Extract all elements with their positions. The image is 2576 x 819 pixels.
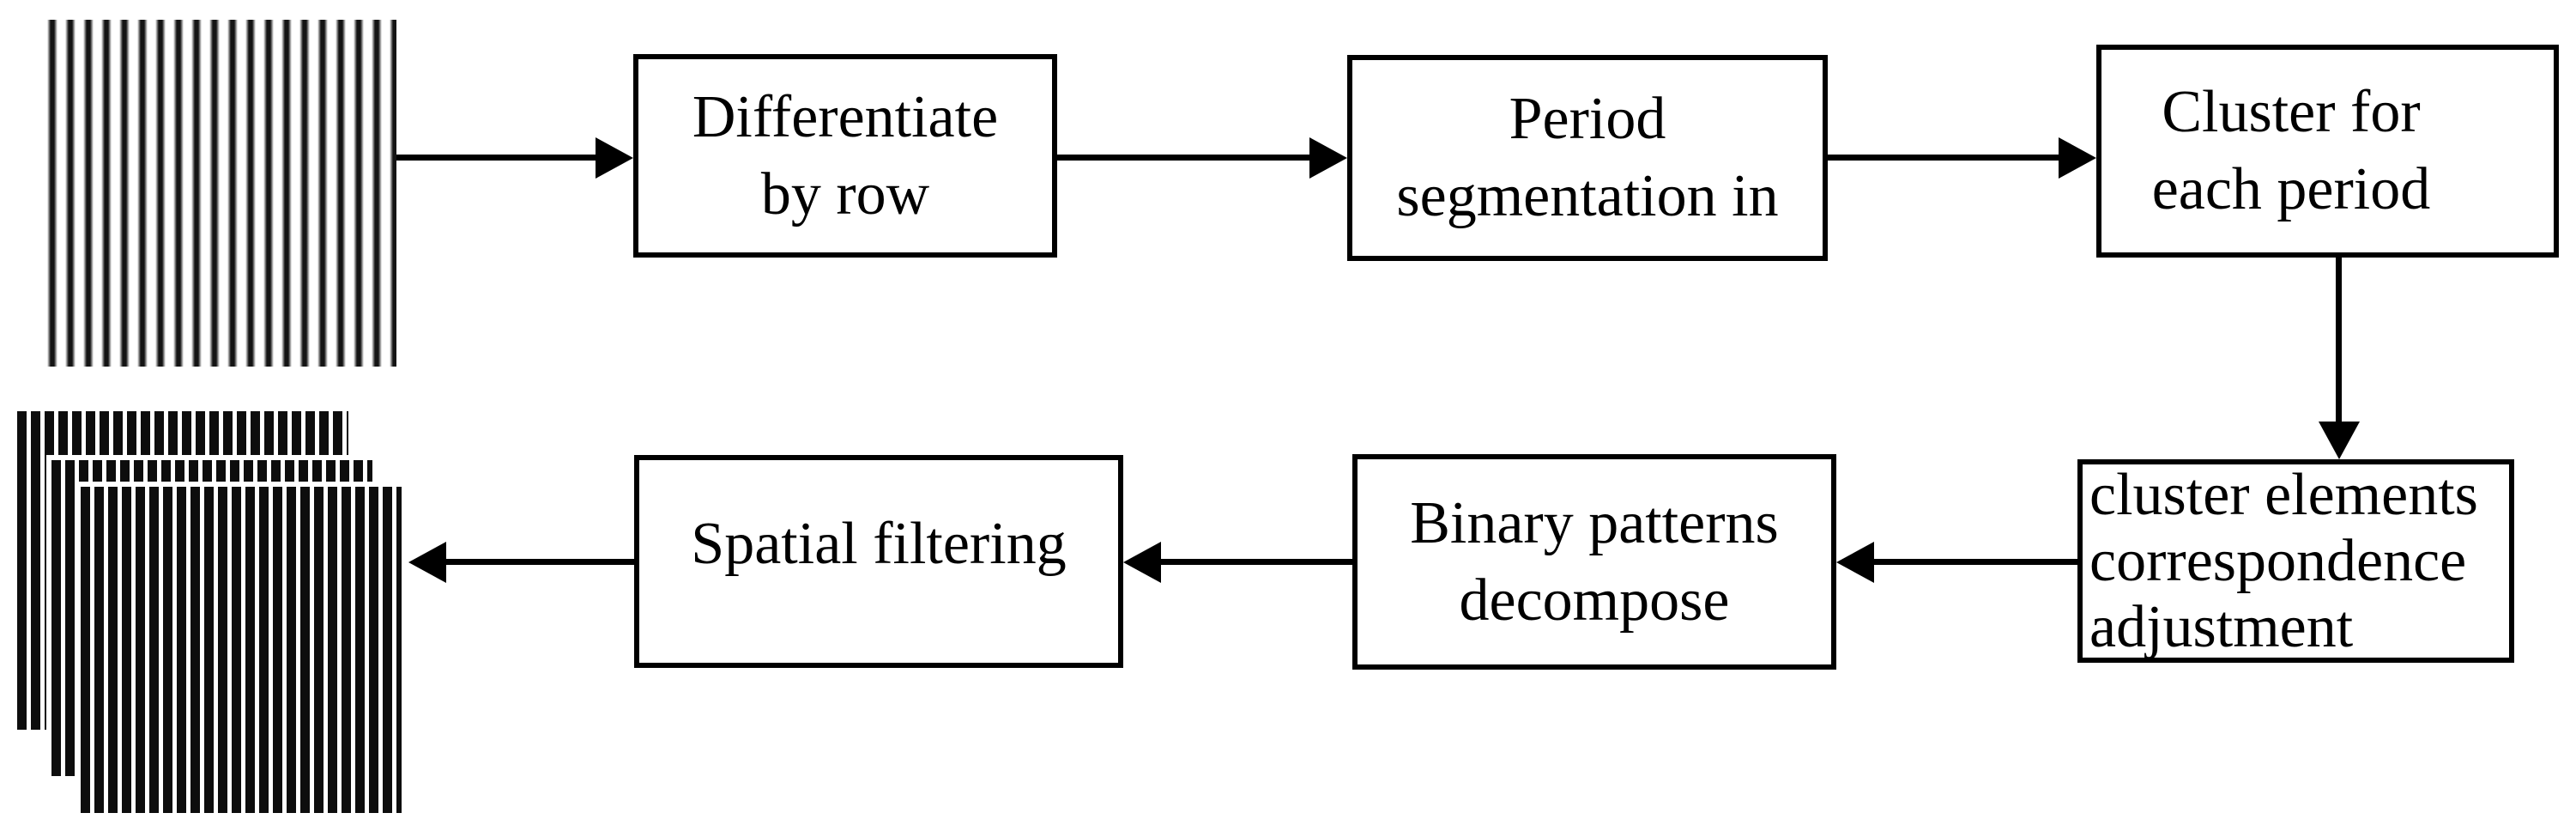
node-label-line: by row xyxy=(760,161,930,228)
arrow-fringe-to-differentiate-line xyxy=(396,155,599,161)
flow-node-differentiate-by-row: Differentiate by row xyxy=(633,54,1057,258)
node-label-line: Differentiate xyxy=(692,83,999,150)
arrow-decompose-to-spatial-line xyxy=(1158,559,1352,565)
flow-node-spatial-filtering: Spatial filtering xyxy=(634,455,1123,668)
node-label-line: correspondence xyxy=(2089,528,2467,594)
node-label-line: each period xyxy=(2151,156,2431,222)
node-label-line: cluster elements xyxy=(2089,462,2478,528)
arrowhead-right-icon xyxy=(596,137,633,179)
arrowhead-right-icon xyxy=(1309,137,1347,179)
arrow-period-to-cluster-line xyxy=(1828,155,2062,161)
flow-node-cluster-for-each-period: Cluster for each period xyxy=(2096,45,2559,258)
arrow-cluster-to-adjustment-line xyxy=(2336,258,2342,427)
arrow-adjustment-to-decompose-line xyxy=(1871,559,2077,565)
flow-node-binary-patterns-decompose: Binary patterns decompose xyxy=(1352,454,1836,670)
node-label-line: Period xyxy=(1509,86,1666,152)
flow-node-cluster-elements-correspondence-adjustment: cluster elements correspondence adjustme… xyxy=(2077,459,2514,663)
arrowhead-left-icon xyxy=(1836,542,1874,583)
binary-pattern-sheet-front xyxy=(76,482,407,818)
node-label-line: Spatial filtering xyxy=(691,511,1067,577)
node-label-line: adjustment xyxy=(2089,594,2354,660)
node-label-line: segmentation in xyxy=(1396,163,1779,229)
arrow-spatial-to-stack-line xyxy=(443,559,634,565)
arrow-differentiate-to-period-line xyxy=(1057,155,1313,161)
node-label-line: Cluster for xyxy=(2162,79,2421,145)
arrowhead-down-icon xyxy=(2319,422,2360,459)
arrowhead-left-icon xyxy=(1123,542,1161,583)
node-label-line: Binary patterns xyxy=(1410,489,1779,556)
node-label-line: decompose xyxy=(1459,567,1730,634)
fringe-pattern-image xyxy=(43,20,396,367)
flow-node-period-segmentation: Period segmentation in xyxy=(1347,55,1828,261)
arrowhead-left-icon xyxy=(408,542,446,583)
arrowhead-right-icon xyxy=(2059,137,2096,179)
